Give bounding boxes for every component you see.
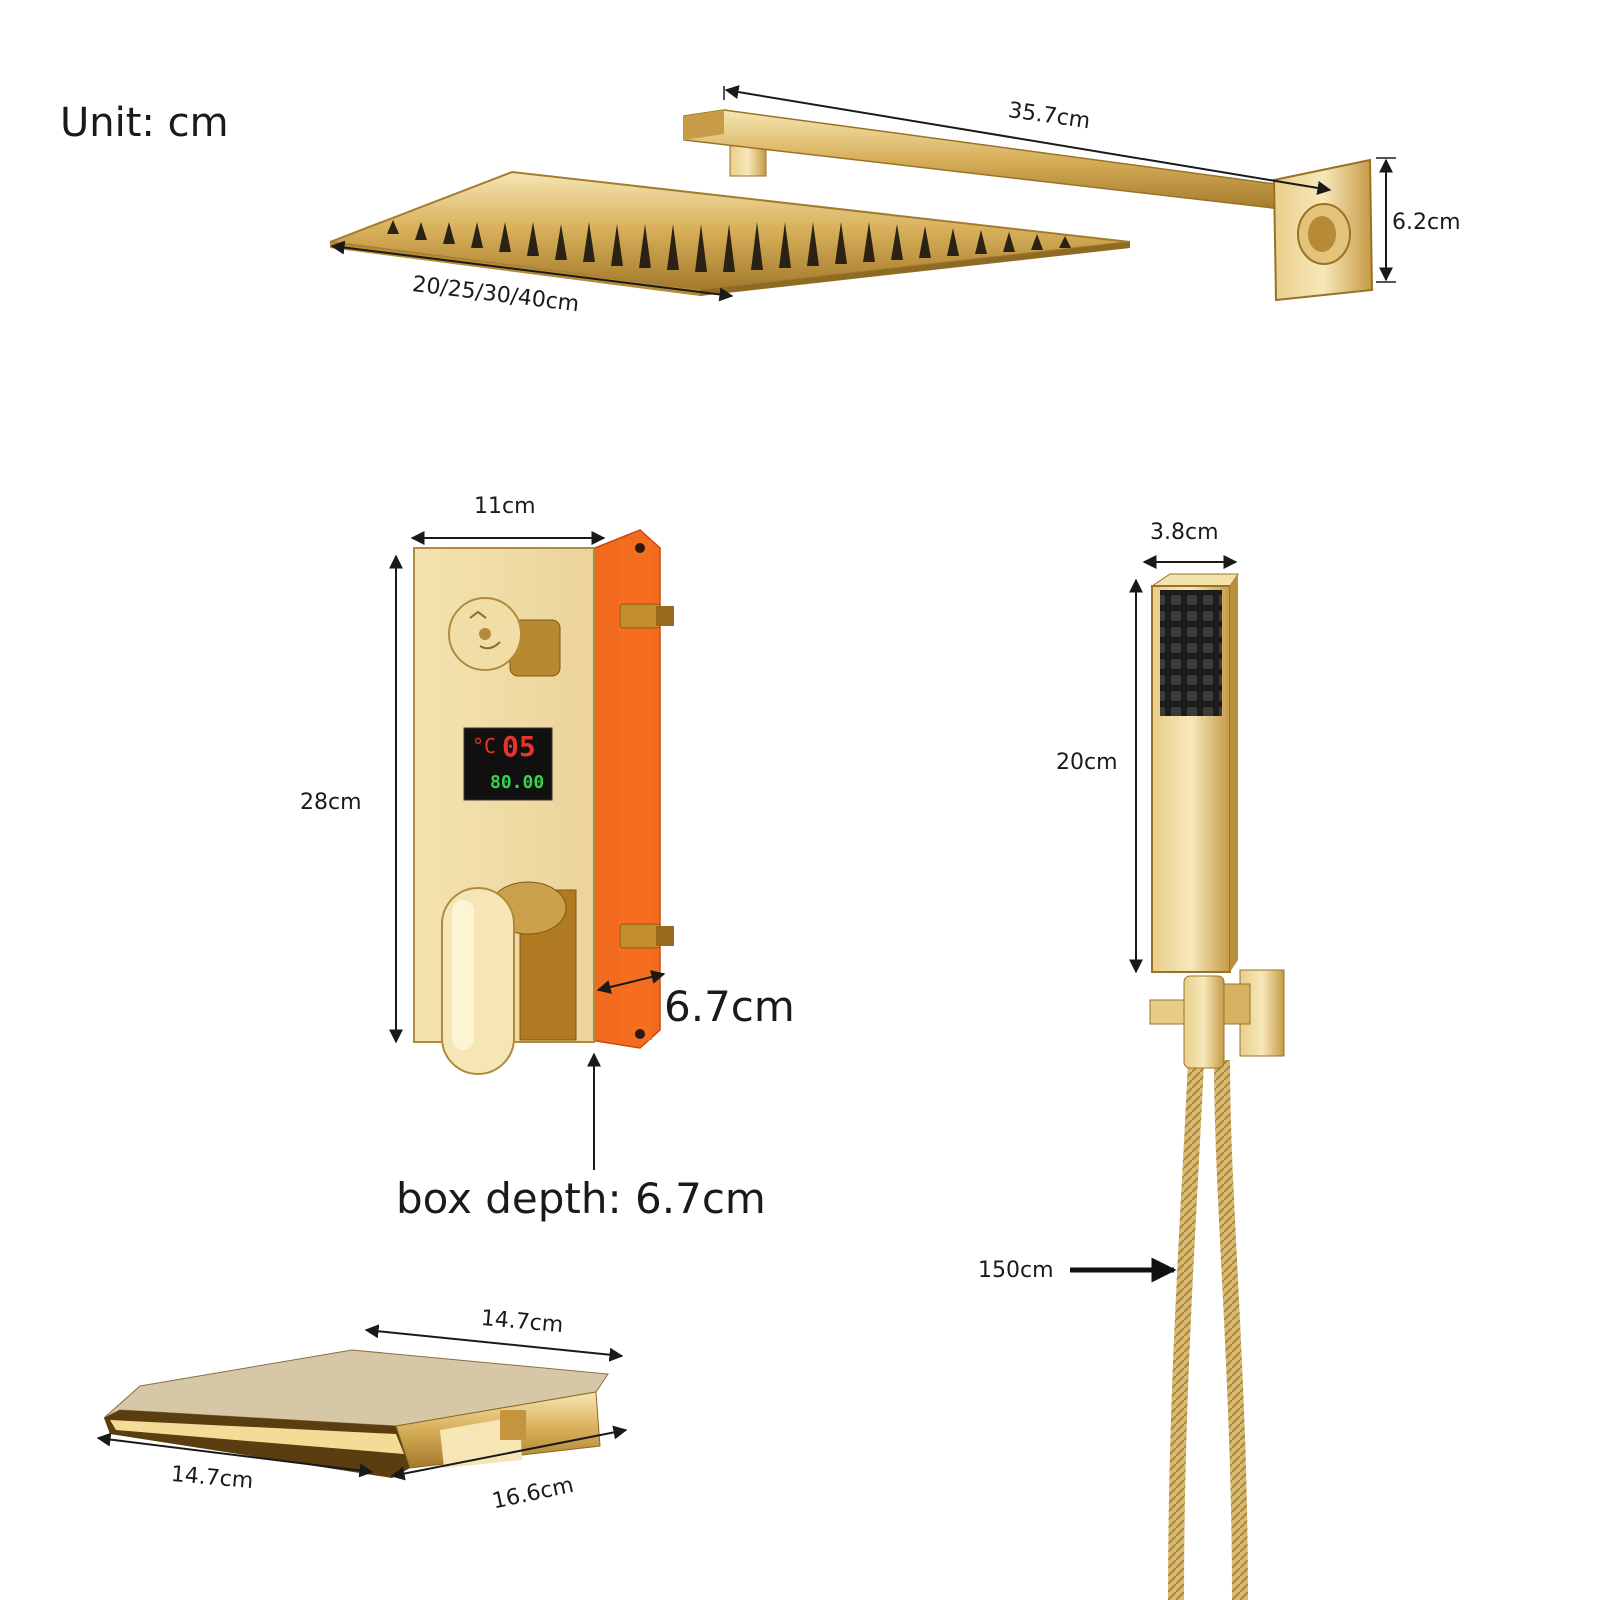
display-temperature: 05 [502, 730, 536, 763]
spout-depth-dimension-line [390, 1425, 628, 1481]
display-flow: 80.00 [490, 772, 545, 793]
valve-height-label: 28cm [300, 790, 362, 815]
spout-front-width-dimension-line [96, 1432, 374, 1478]
hand-shower [1149, 573, 1285, 1600]
flange-height-dimension-line [1376, 157, 1396, 283]
spout-top-width-dimension-line [364, 1324, 624, 1362]
head-size-dimension-line [330, 240, 734, 302]
rain-shower-head [329, 109, 1374, 302]
valve-depth-label: 6.7cm [664, 982, 795, 1031]
valve-width-label: 11cm [474, 494, 536, 519]
display-temp-unit: °C [472, 734, 497, 758]
valve-display: °C 05 80.00 [464, 728, 552, 800]
hand-length-label: 20cm [1056, 750, 1118, 775]
waterfall-spout [103, 1349, 609, 1478]
flange-height-label: 6.2cm [1392, 210, 1461, 235]
hand-width-label: 3.8cm [1150, 520, 1219, 545]
hose-length-label: 150cm [978, 1258, 1054, 1283]
box-depth-label: box depth: 6.7cm [396, 1174, 766, 1223]
unit-label: Unit: cm [60, 100, 229, 146]
valve-depth-dimension-line [596, 970, 666, 994]
arm-length-dimension-line [723, 85, 1332, 195]
thermostatic-valve [413, 529, 674, 1075]
